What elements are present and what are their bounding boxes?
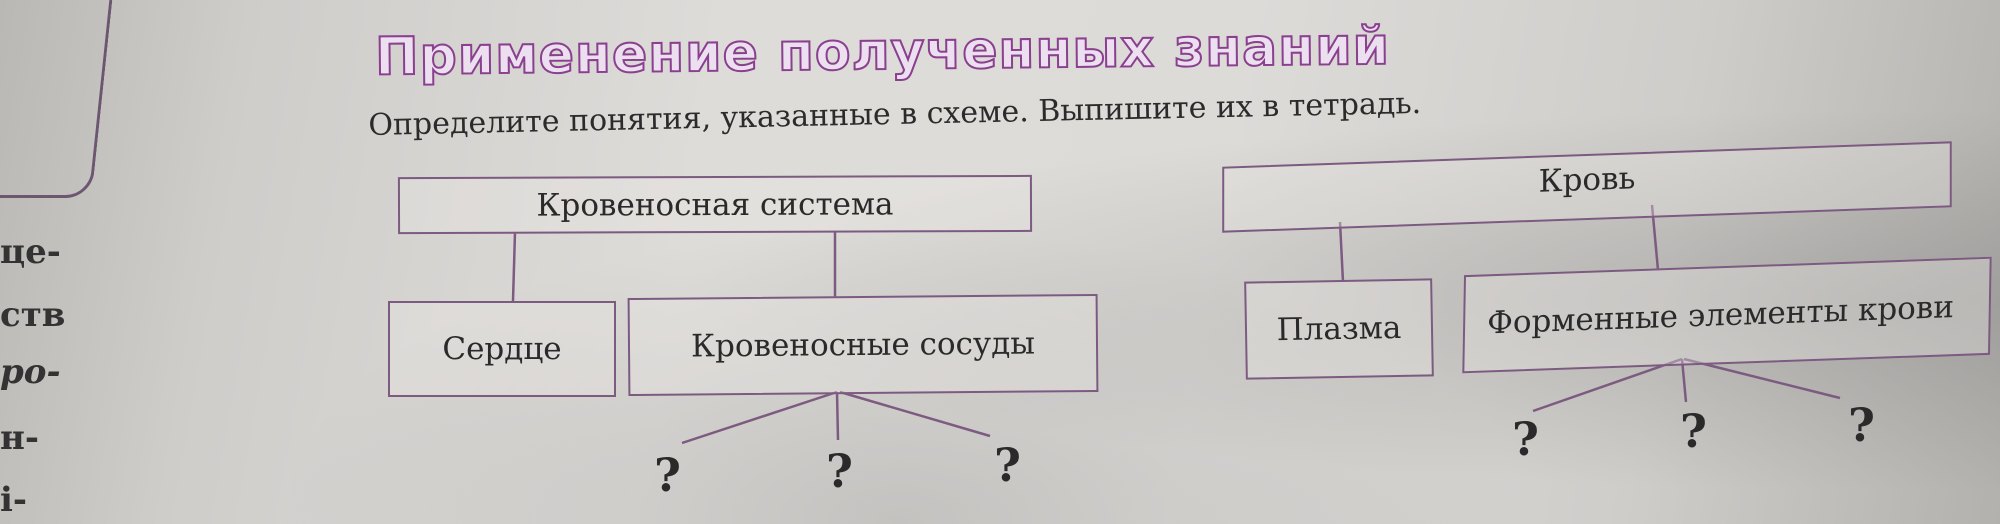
unknown-vessel-type: ?: [654, 448, 681, 502]
child-label: Форменные элементы крови: [1486, 289, 1955, 342]
unknown-formed-element: ?: [1848, 398, 1875, 452]
child-box-blood-vessels: Кровеносные сосуды: [627, 293, 1099, 397]
margin-text: ро-: [0, 352, 61, 392]
unknown-vessel-type: ?: [826, 444, 853, 498]
margin-text: і-: [0, 480, 28, 520]
margin-text: н-: [0, 418, 39, 458]
unknown-vessel-type: ?: [994, 438, 1021, 492]
child-label: Сердце: [442, 331, 562, 367]
margin-text: ств: [0, 295, 66, 335]
unknown-formed-element: ?: [1512, 412, 1539, 466]
root-label: Кровеносная система: [536, 185, 894, 224]
unknown-formed-element: ?: [1680, 404, 1707, 458]
root-box-circulatory-system: Кровеносная система: [397, 174, 1033, 235]
child-label: Кровеносные сосуды: [690, 325, 1036, 365]
child-box-formed-elements: Форменные элементы крови: [1462, 256, 1992, 374]
child-box-heart: Сердце: [388, 301, 616, 397]
root-label: Кровь: [1538, 160, 1636, 200]
child-box-plasma: Плазма: [1244, 278, 1434, 380]
child-label: Плазма: [1276, 309, 1402, 349]
margin-text: це-: [0, 232, 61, 272]
